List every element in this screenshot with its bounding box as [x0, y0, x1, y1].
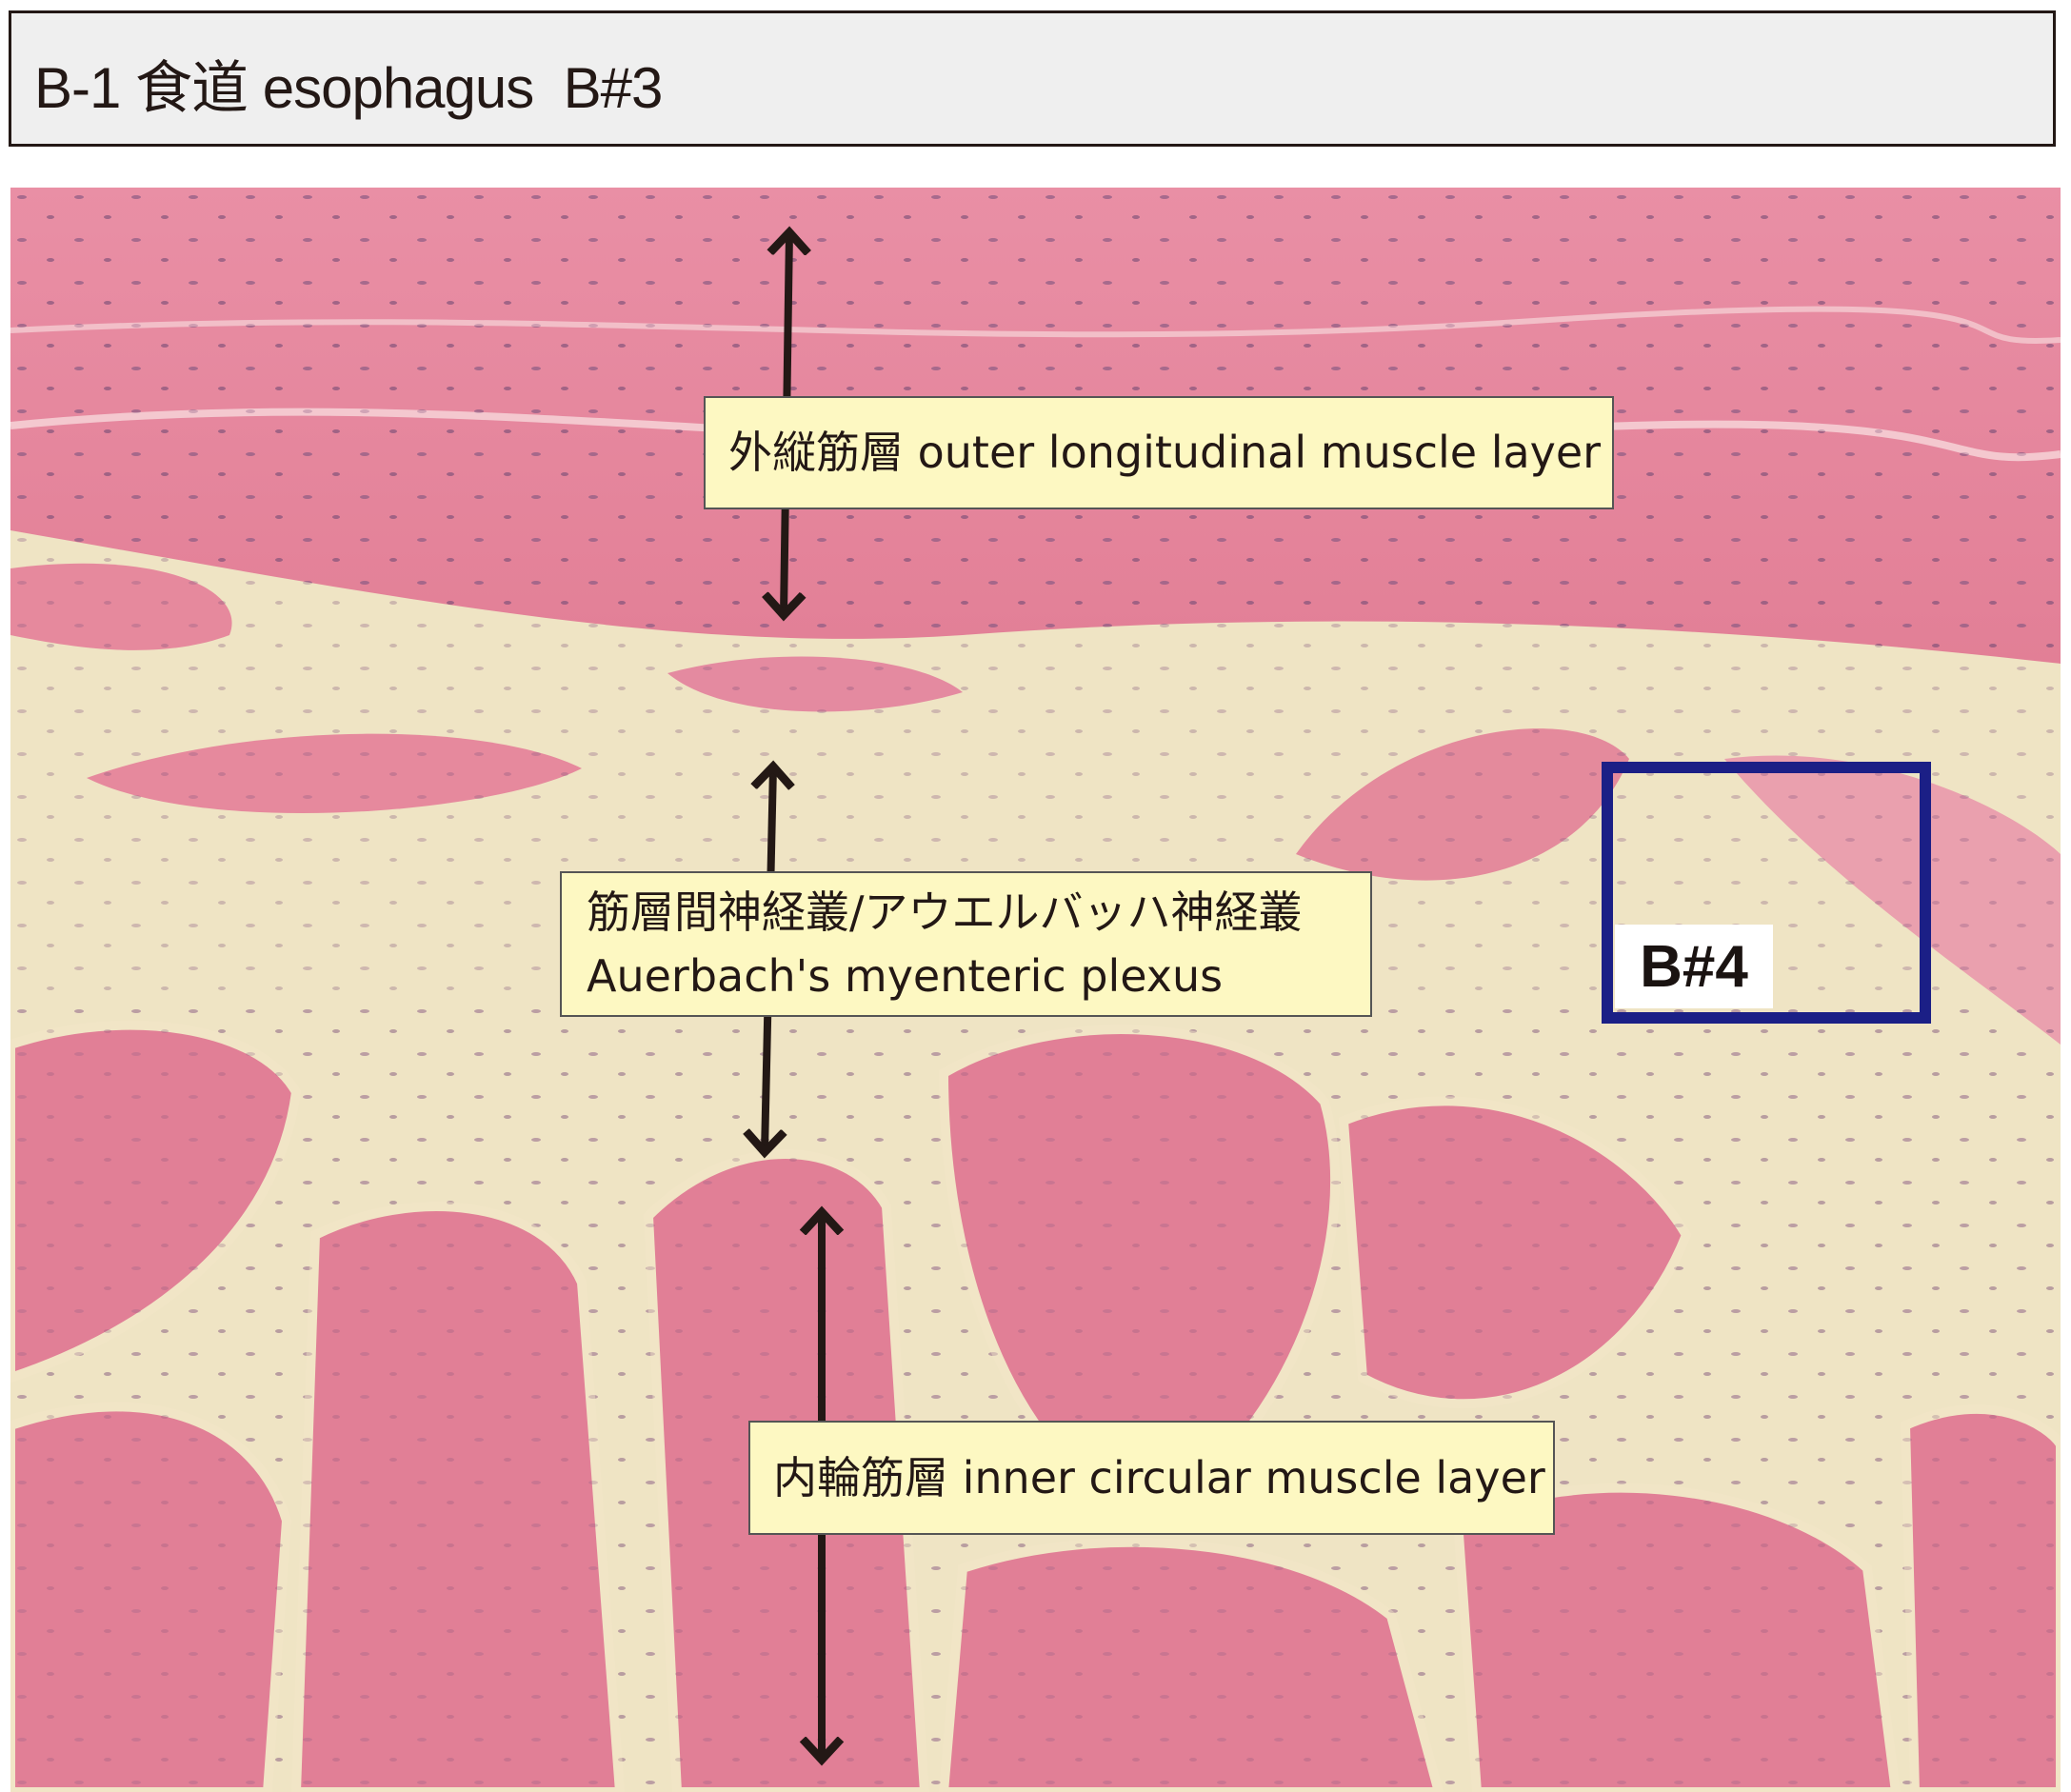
myenteric-plexus-label: 筋層間神経叢/アウエルバッハ神経叢 Auerbach's myenteric p… — [560, 871, 1372, 1017]
label-text-ja: 筋層間神経叢/アウエルバッハ神経叢 — [587, 886, 1303, 938]
label-text: 外縦筋層 outer longitudinal muscle layer — [728, 427, 1602, 479]
title-box: B-1 食道 esophagus B#3 — [9, 10, 2056, 147]
inner-circular-muscle-label: 内輪筋層 inner circular muscle layer — [748, 1421, 1555, 1535]
roi-label: B#4 — [1615, 925, 1773, 1008]
outer-longitudinal-muscle-label: 外縦筋層 outer longitudinal muscle layer — [704, 396, 1614, 509]
region-of-interest-box — [1602, 762, 1931, 1024]
label-text: 内輪筋層 inner circular muscle layer — [773, 1451, 1545, 1503]
page-title: B-1 食道 esophagus B#3 — [34, 56, 663, 120]
label-text-en: Auerbach's myenteric plexus — [587, 949, 1224, 1002]
